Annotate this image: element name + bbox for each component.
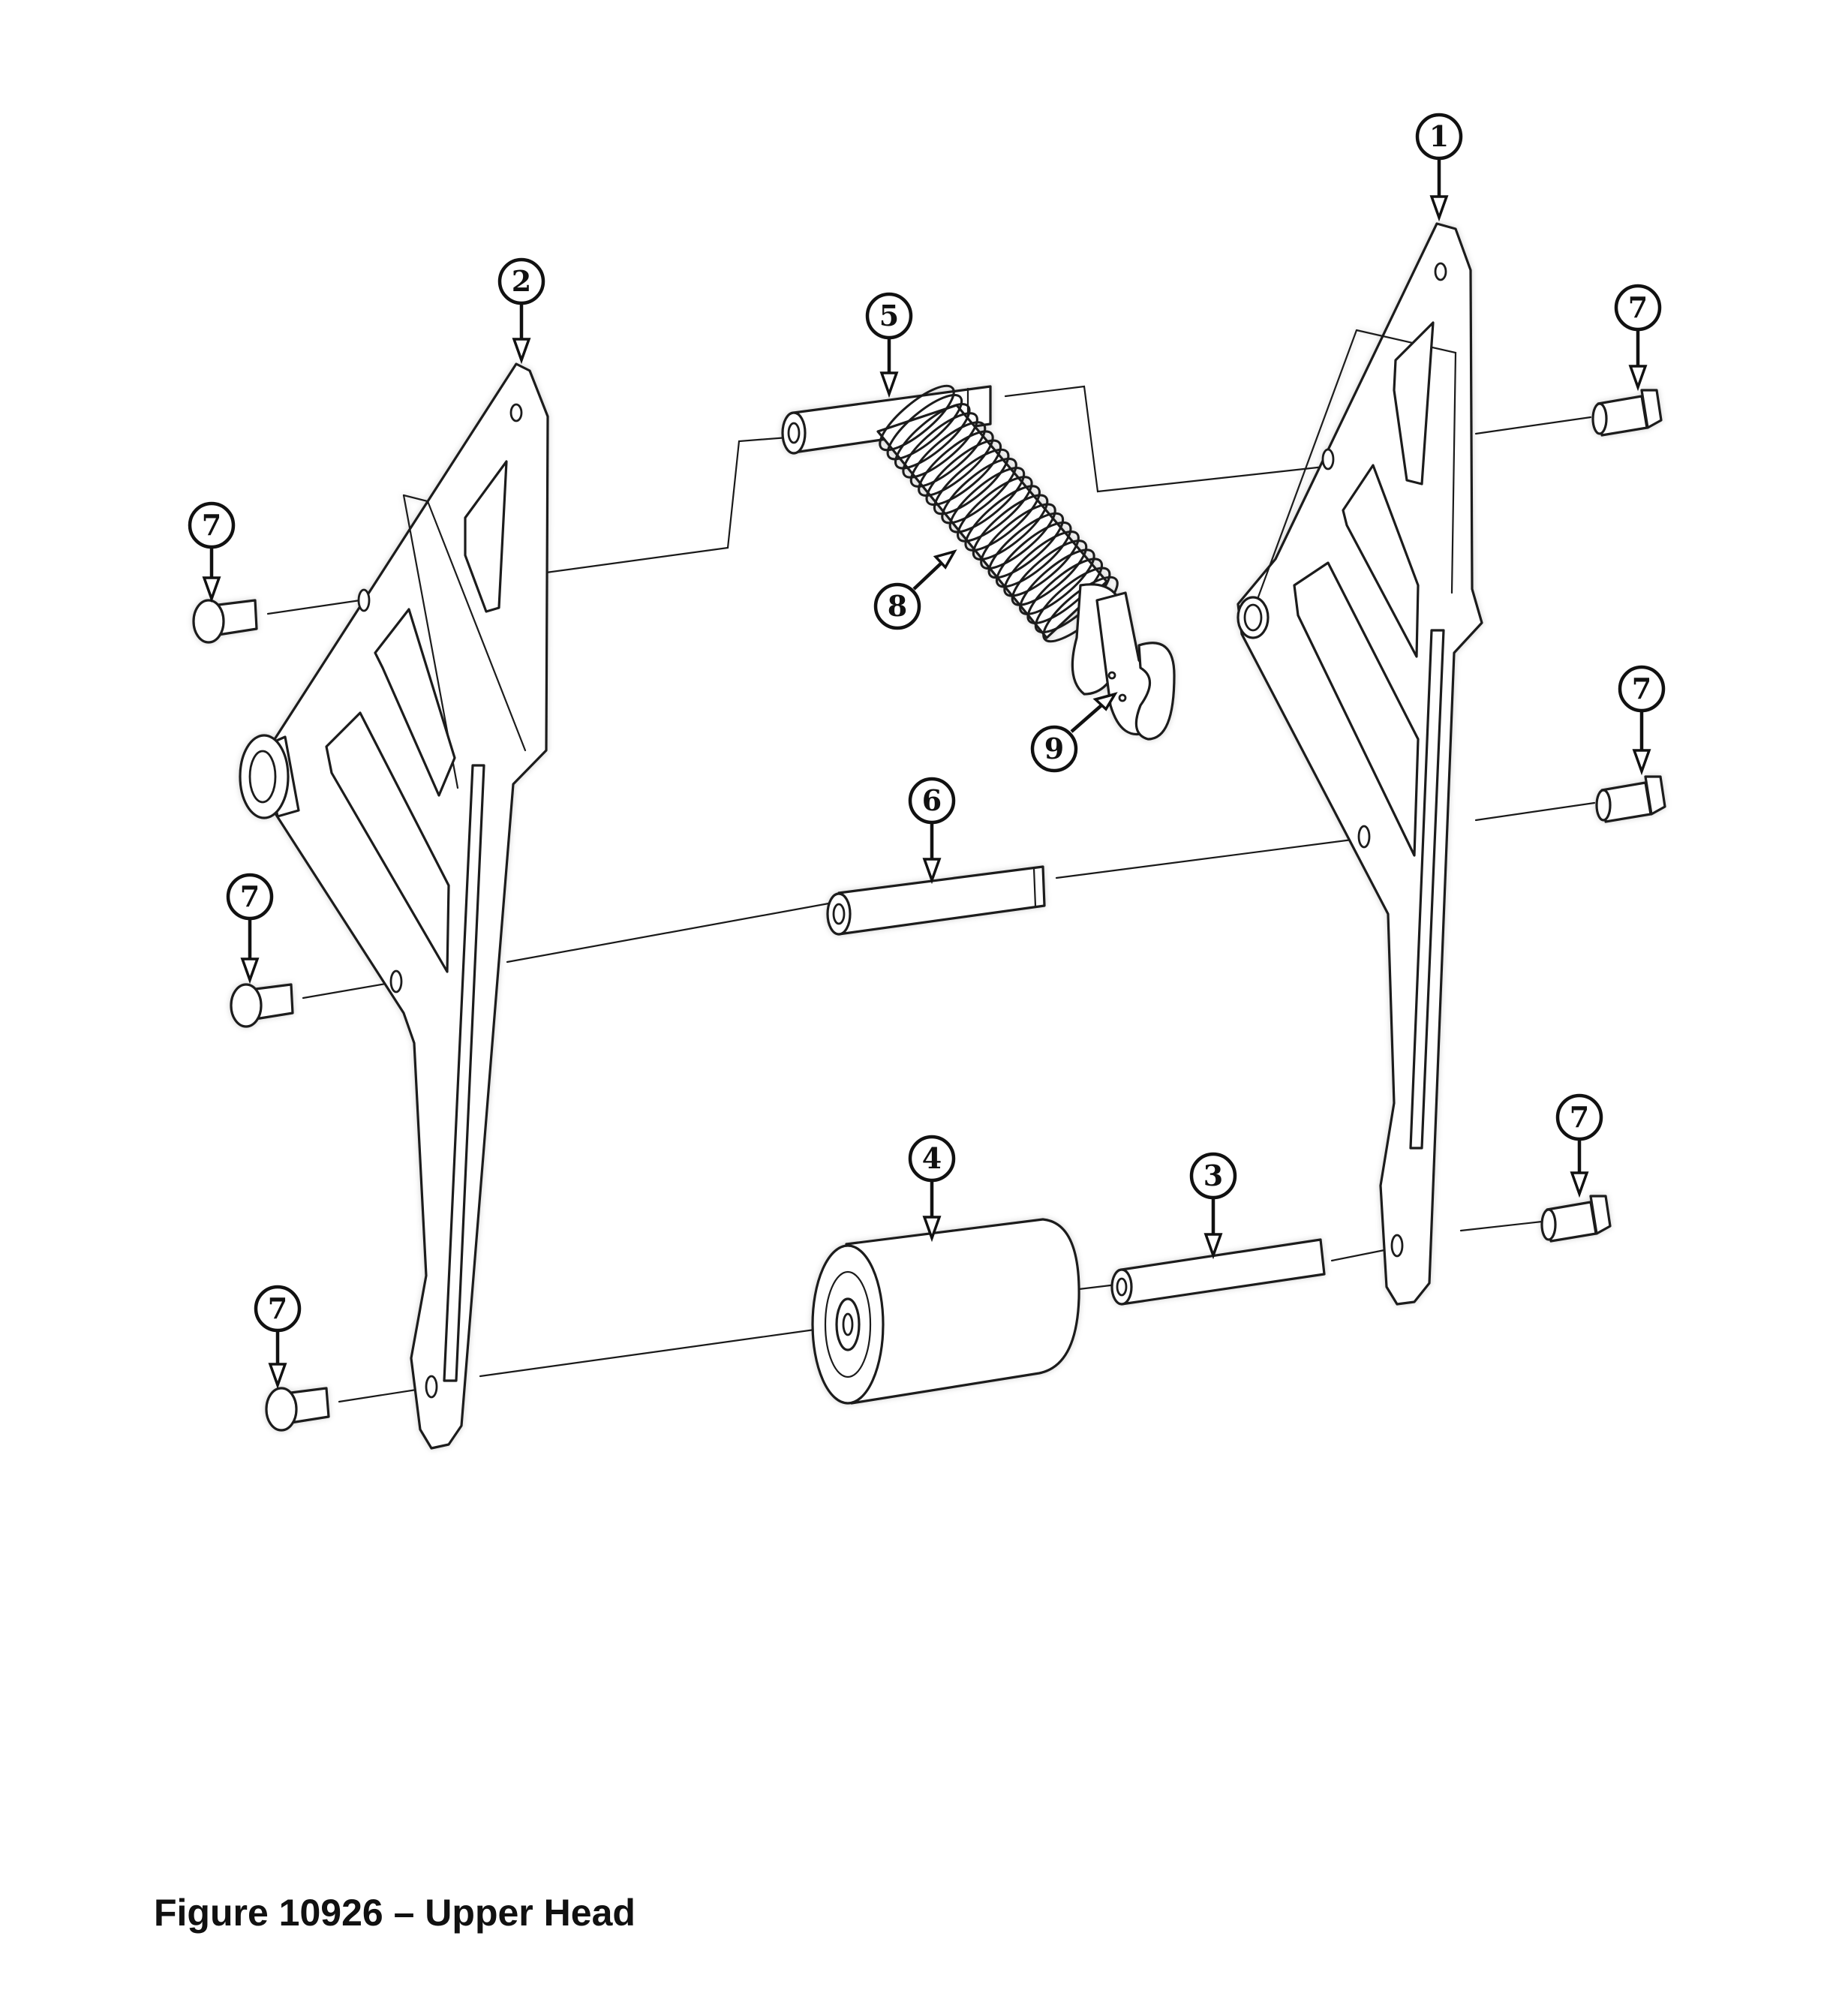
right-side-plate — [1237, 222, 1483, 1306]
middle-shaft — [826, 865, 1046, 936]
callout-7-right-top: 7 — [1614, 284, 1662, 392]
spring-coil — [1019, 549, 1095, 615]
spring-coil — [925, 439, 1002, 507]
svg-text:4: 4 — [922, 1141, 942, 1175]
spring-coil — [948, 467, 1026, 534]
svg-text:5: 5 — [879, 299, 899, 332]
svg-text:7: 7 — [1570, 1100, 1589, 1134]
svg-text:7: 7 — [240, 879, 260, 913]
svg-text:1: 1 — [1429, 119, 1449, 153]
svg-text:9: 9 — [1044, 732, 1064, 765]
svg-text:7: 7 — [1628, 290, 1648, 324]
spring-coil — [964, 485, 1041, 552]
svg-text:6: 6 — [922, 783, 942, 817]
spring-coil — [933, 448, 1010, 516]
spring-coil — [886, 393, 963, 461]
spring-coil — [1026, 558, 1103, 624]
figure-caption: Figure 10926 – Upper Head — [154, 1892, 636, 1934]
spring-coil — [980, 503, 1056, 570]
callout-7-right-middle: 7 — [1618, 665, 1666, 776]
svg-text:7: 7 — [268, 1291, 287, 1325]
svg-text:3: 3 — [1203, 1159, 1223, 1192]
spring-coil — [1003, 531, 1080, 597]
callout-7-left-bottom: 7 — [254, 1285, 302, 1390]
roller — [811, 1218, 1080, 1405]
spring-coil — [902, 412, 978, 479]
spring-coil — [996, 521, 1072, 588]
assembly-lines — [266, 385, 1596, 1403]
callout-6: 6 — [908, 777, 956, 885]
spring-coil — [987, 512, 1065, 579]
spring-coil — [909, 421, 987, 488]
spring-coil — [1011, 540, 1088, 606]
spring-coil — [972, 494, 1049, 561]
callout-5: 5 — [865, 292, 913, 398]
svg-text:8: 8 — [888, 589, 907, 623]
callout-2: 2 — [497, 257, 545, 365]
callout-3: 3 — [1189, 1152, 1237, 1260]
bolt-right-top — [1591, 389, 1663, 437]
callout-8: 8 — [873, 549, 957, 630]
callout-7-left-top: 7 — [188, 501, 236, 603]
extension-spring — [876, 384, 1127, 696]
svg-text:2: 2 — [512, 264, 531, 298]
callout-4: 4 — [908, 1135, 956, 1243]
spring-coil — [941, 457, 1017, 525]
bolt-left-bottom — [265, 1387, 330, 1432]
spring-coil — [879, 384, 955, 452]
spring-anchor — [1095, 591, 1176, 741]
svg-text:7: 7 — [202, 508, 221, 542]
callout-1: 1 — [1415, 113, 1463, 222]
spring-shaft — [781, 385, 992, 455]
bolt-right-bottom — [1540, 1195, 1612, 1243]
bolt-left-middle — [230, 983, 294, 1028]
spring-coil — [918, 430, 994, 497]
bolt-right-middle — [1595, 775, 1666, 823]
callout-9: 9 — [1030, 692, 1118, 773]
spring-coil — [957, 476, 1033, 543]
bolt-left-top — [192, 599, 258, 644]
roller-axle — [1110, 1238, 1326, 1306]
callout-7-right-bottom: 7 — [1555, 1093, 1603, 1198]
spring-coil — [894, 403, 971, 470]
svg-text:7: 7 — [1632, 672, 1651, 705]
left-side-plate — [239, 362, 549, 1450]
callout-7-left-middle: 7 — [226, 873, 274, 984]
